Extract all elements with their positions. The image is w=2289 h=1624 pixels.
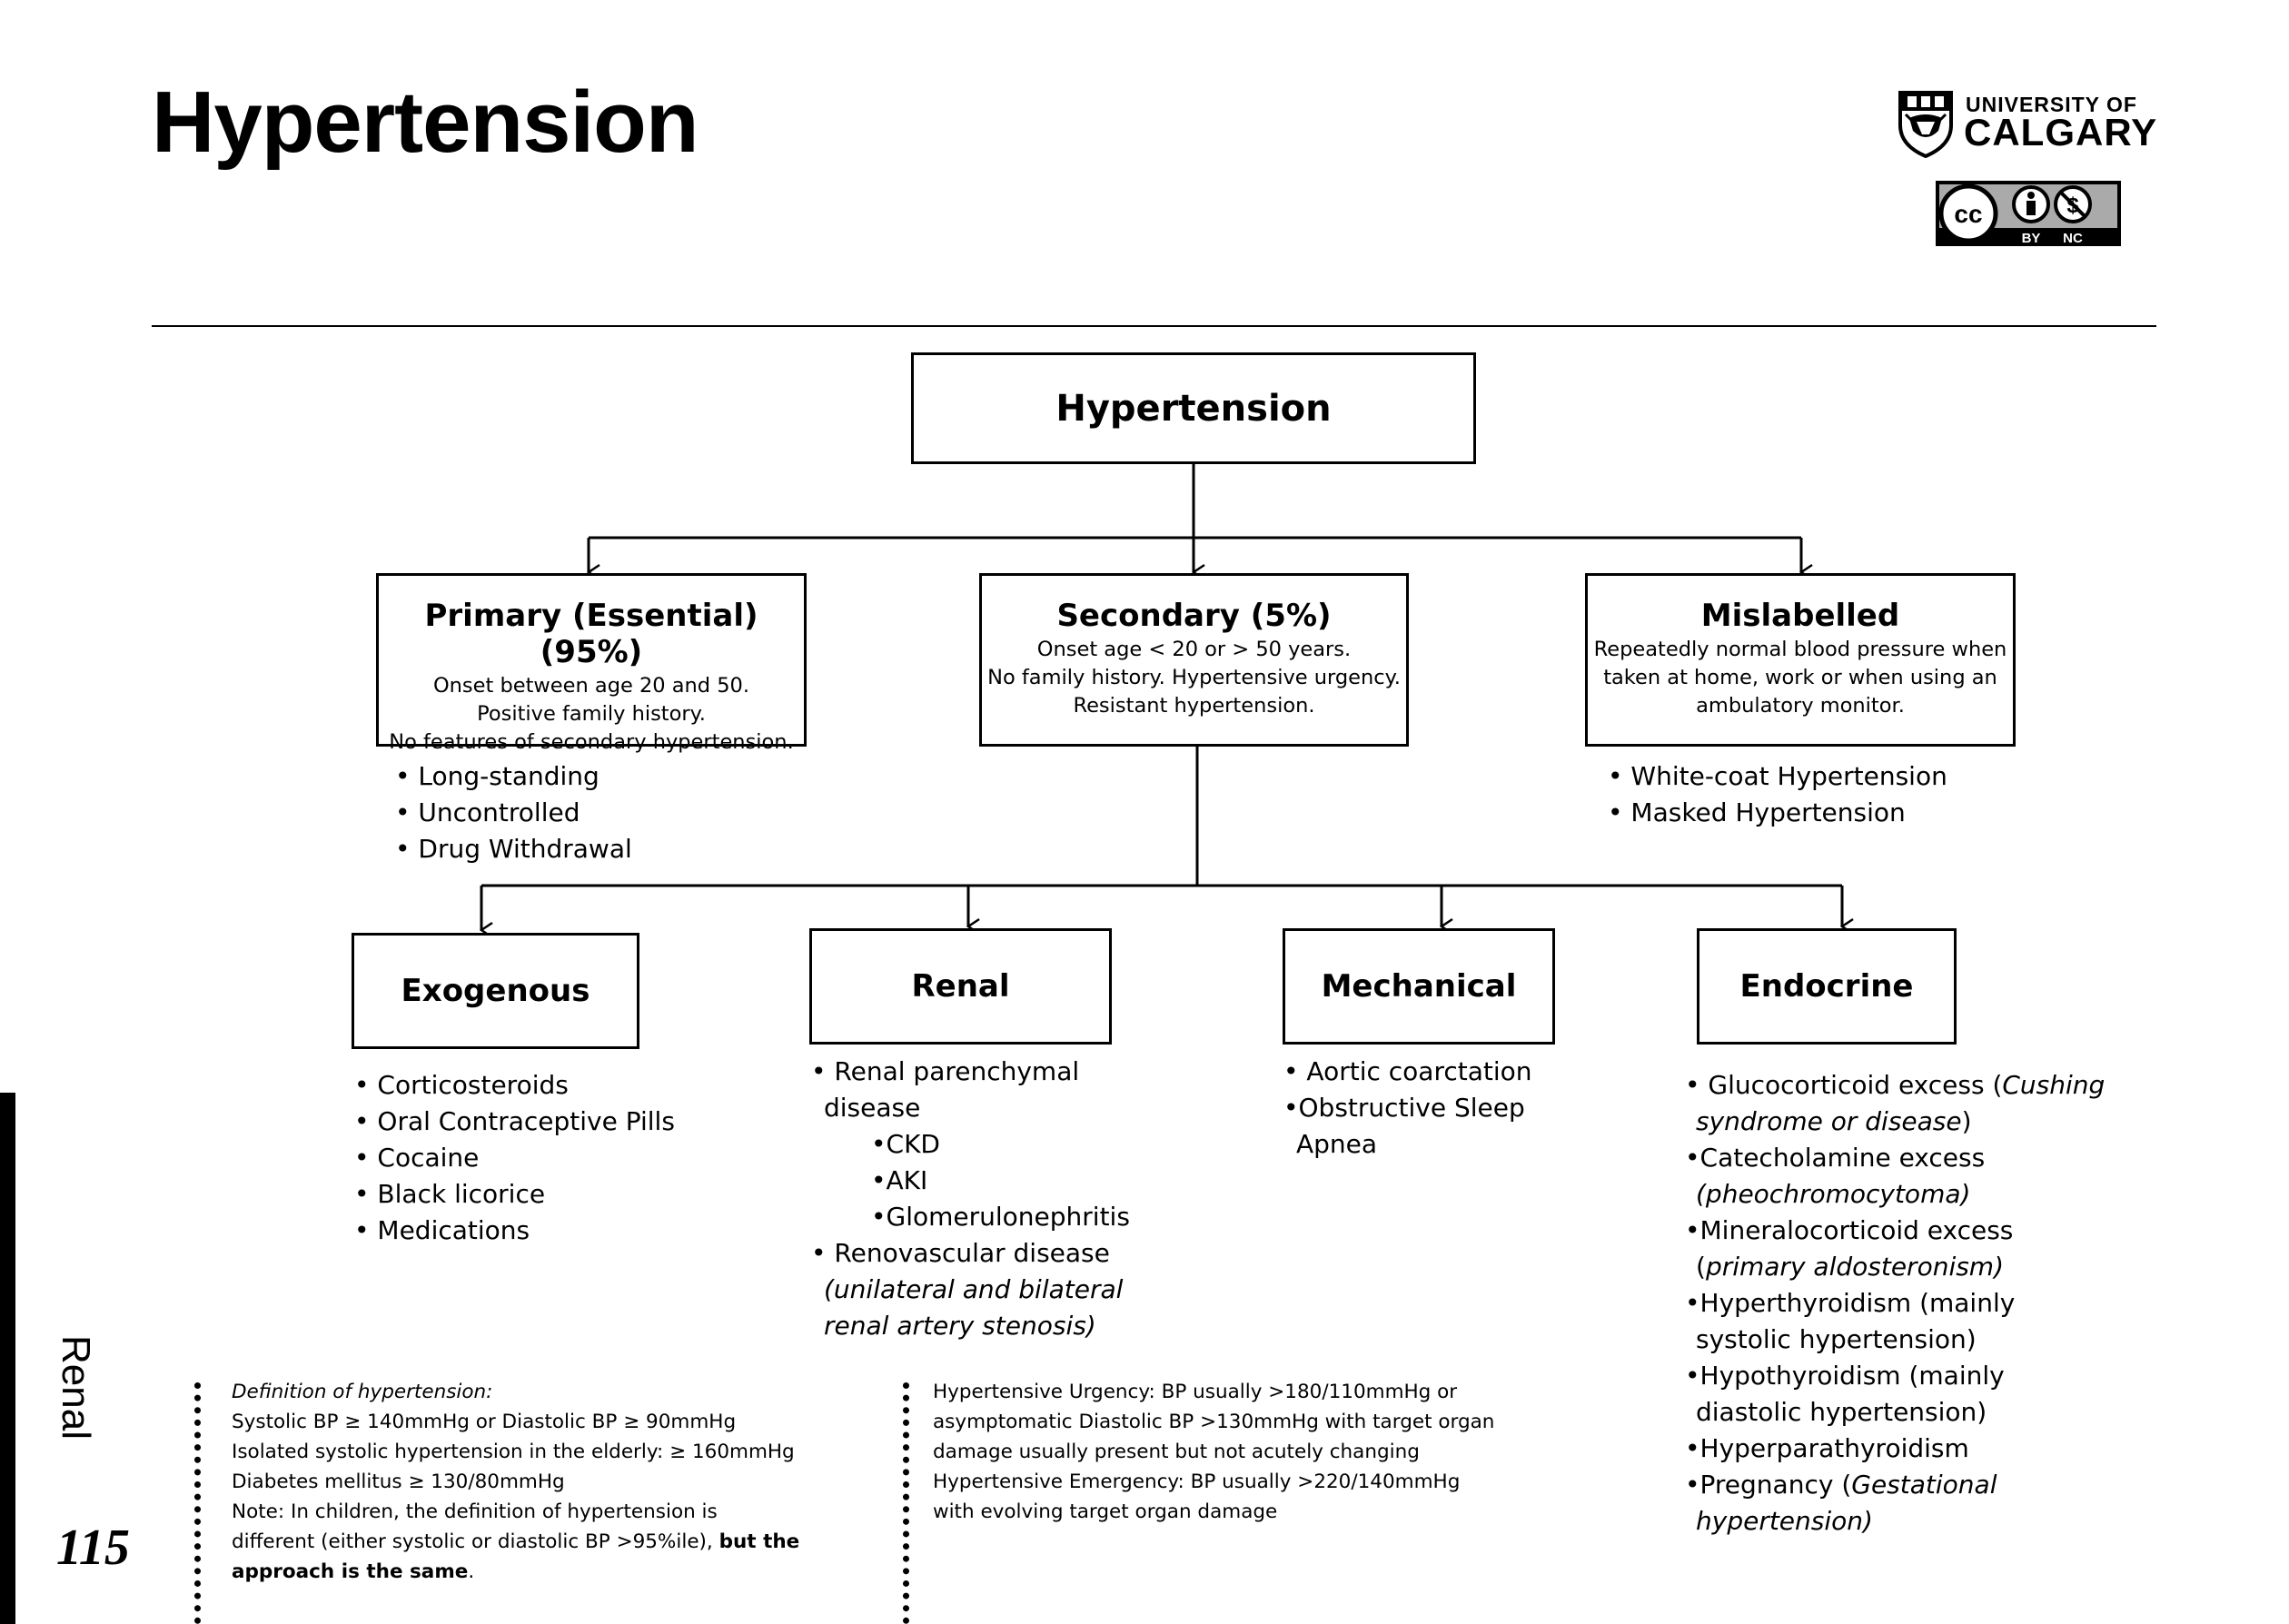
- endocrine-box: Endocrine: [1697, 928, 1957, 1045]
- header-divider: [152, 325, 2156, 327]
- list-item: •Hypothyroidism (mainly: [1685, 1361, 2005, 1391]
- primary-box: Primary (Essential) (95%) Onset between …: [376, 573, 807, 754]
- section-side-bar: [0, 1093, 15, 1624]
- mislabelled-description: Repeatedly normal blood pressure when ta…: [1593, 638, 2007, 718]
- cc-nc-label: NC: [2063, 231, 2083, 246]
- logo-line-1: UNIVERSITY OF: [1966, 93, 2137, 116]
- exogenous-bullet-list: • Corticosteroids • Oral Contraceptive P…: [354, 1067, 675, 1249]
- list-item: • Drug Withdrawal: [395, 834, 632, 864]
- list-item: • White-coat Hypertension: [1608, 761, 1947, 791]
- list-item: •Mineralocorticoid excess: [1685, 1215, 2014, 1245]
- section-label: Renal: [54, 1335, 98, 1440]
- list-item: systolic hypertension): [1696, 1324, 1977, 1354]
- list-item: • Oral Contraceptive Pills: [354, 1106, 675, 1136]
- list-item: (primary aldosteronism): [1696, 1252, 2005, 1282]
- hypertension-root-box: Hypertension: [911, 352, 1476, 464]
- list-item: diastolic hypertension): [1696, 1397, 1987, 1427]
- note-line: Isolated systolic hypertension in the el…: [232, 1441, 795, 1463]
- list-item: hypertension): [1696, 1506, 1873, 1536]
- list-item: •Glomerulonephritis: [871, 1202, 1130, 1232]
- list-item: syndrome or disease): [1696, 1106, 1972, 1136]
- list-item: • Long-standing: [395, 761, 600, 791]
- note-line: Hypertensive Emergency: BP usually >220/…: [933, 1471, 1461, 1493]
- primary-title: Primary (Essential) (95%): [424, 598, 758, 670]
- mislabelled-box: Mislabelled Repeatedly normal blood pres…: [1585, 573, 2016, 747]
- crest-icon: [1898, 91, 1953, 158]
- list-item: • Cocaine: [354, 1143, 480, 1173]
- note-line: Diabetes mellitus ≥ 130/80mmHg: [232, 1471, 565, 1493]
- primary-bullet-list: • Long-standing • Uncontrolled • Drug Wi…: [395, 758, 632, 867]
- cc-by-label: BY: [2022, 231, 2041, 246]
- logo-line-2: CALGARY: [1964, 111, 2158, 153]
- list-item: •Obstructive Sleep: [1283, 1093, 1525, 1123]
- list-item: • Medications: [354, 1215, 530, 1245]
- renal-box: Renal: [809, 928, 1112, 1045]
- list-item: Apnea: [1296, 1129, 1378, 1159]
- list-item: • Uncontrolled: [395, 797, 580, 827]
- list-item: •Catecholamine excess: [1685, 1143, 1986, 1173]
- list-item: disease: [824, 1093, 921, 1123]
- list-item: • Masked Hypertension: [1608, 797, 1906, 827]
- list-item: • Aortic coarctation: [1283, 1056, 1532, 1086]
- list-item: •Pregnancy (Gestational: [1685, 1470, 1997, 1500]
- list-item: renal artery stenosis): [824, 1311, 1096, 1341]
- cc-license-badge: cc $ BY NC: [1936, 181, 2121, 246]
- note-line: different (either systolic or diastolic …: [232, 1530, 800, 1553]
- definition-note: Definition of hypertension: Systolic BP …: [232, 1377, 799, 1587]
- mechanical-bullet-list: • Aortic coarctation •Obstructive Sleep …: [1283, 1054, 1532, 1163]
- list-item: • Corticosteroids: [354, 1070, 569, 1100]
- dotted-divider-left: [194, 1382, 201, 1624]
- endocrine-title: Endocrine: [1739, 968, 1914, 1005]
- list-item: (unilateral and bilateral: [824, 1274, 1124, 1304]
- list-item: • Renal parenchymal: [811, 1056, 1080, 1086]
- list-item: • Black licorice: [354, 1179, 546, 1209]
- secondary-description: Onset age < 20 or > 50 years. No family …: [987, 638, 1401, 718]
- list-item: •AKI: [871, 1165, 928, 1195]
- list-item: •Hyperparathyroidism: [1685, 1433, 1969, 1463]
- renal-title: Renal: [911, 968, 1010, 1005]
- list-item: (pheochromocytoma): [1696, 1179, 1971, 1209]
- note-line: asymptomatic Diastolic BP >130mmHg with …: [933, 1411, 1495, 1433]
- definition-heading: Definition of hypertension:: [232, 1381, 493, 1403]
- note-line: damage usually present but not acutely c…: [933, 1441, 1420, 1463]
- cc-icon: cc: [1954, 200, 1982, 228]
- primary-description: Onset between age 20 and 50. Positive fa…: [389, 674, 794, 754]
- note-line: with evolving target organ damage: [933, 1500, 1278, 1523]
- urgency-note: Hypertensive Urgency: BP usually >180/11…: [933, 1377, 1494, 1527]
- secondary-title: Secondary (5%): [1056, 598, 1332, 634]
- list-item: •Hyperthyroidism (mainly: [1685, 1288, 2016, 1318]
- secondary-box: Secondary (5%) Onset age < 20 or > 50 ye…: [979, 573, 1409, 747]
- list-item: • Glucocorticoid excess (Cushing: [1685, 1070, 2106, 1100]
- note-line: approach is the same.: [232, 1560, 475, 1583]
- mislabelled-bullet-list: • White-coat Hypertension • Masked Hyper…: [1608, 758, 1947, 831]
- endocrine-bullet-list: • Glucocorticoid excess (Cushing syndrom…: [1685, 1067, 2105, 1540]
- mechanical-title: Mechanical: [1321, 968, 1517, 1005]
- dotted-divider-middle: [903, 1382, 909, 1624]
- mislabelled-title: Mislabelled: [1700, 598, 1900, 634]
- note-line: Hypertensive Urgency: BP usually >180/11…: [933, 1381, 1458, 1403]
- university-logo: UNIVERSITY OF CALGARY: [1897, 89, 2160, 162]
- renal-bullet-list: • Renal parenchymal disease •CKD •AKI •G…: [811, 1054, 1130, 1344]
- note-line: Systolic BP ≥ 140mmHg or Diastolic BP ≥ …: [232, 1411, 737, 1433]
- page-title: Hypertension: [152, 74, 699, 171]
- list-item: •CKD: [871, 1129, 940, 1159]
- list-item: • Renovascular disease: [811, 1238, 1110, 1268]
- page-number: 115: [56, 1520, 130, 1576]
- exogenous-title: Exogenous: [401, 973, 590, 1009]
- exogenous-box: Exogenous: [352, 933, 639, 1049]
- note-line: Note: In children, the definition of hyp…: [232, 1500, 718, 1523]
- root-title: Hypertension: [1055, 387, 1332, 430]
- mechanical-box: Mechanical: [1283, 928, 1555, 1045]
